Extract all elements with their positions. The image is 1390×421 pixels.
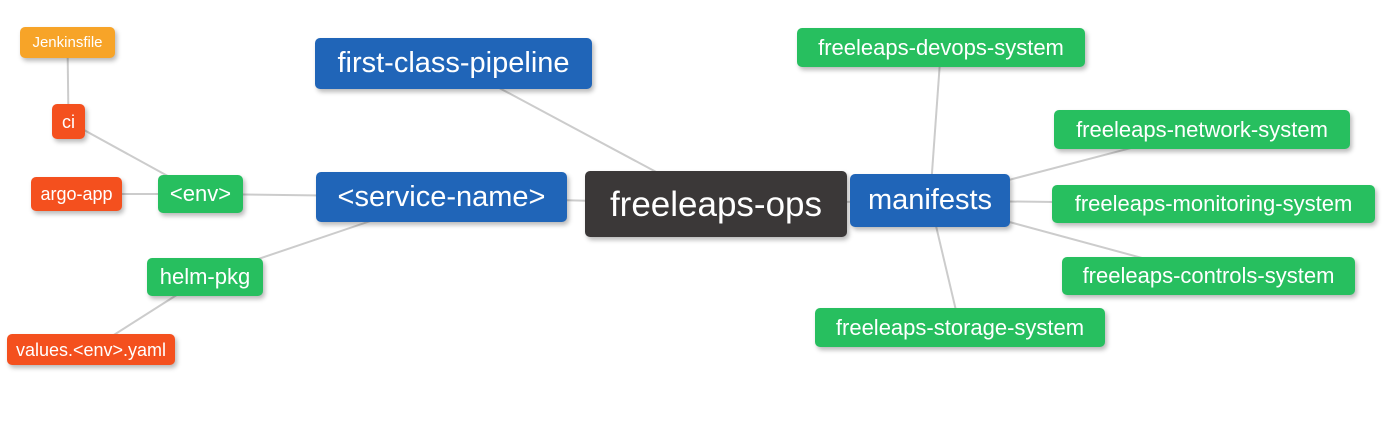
node-freeleaps-devops-system[interactable]: freeleaps-devops-system [797, 28, 1085, 67]
node-argo-app[interactable]: argo-app [31, 177, 122, 211]
node-freeleaps-controls-system[interactable]: freeleaps-controls-system [1062, 257, 1355, 295]
node-freeleaps-ops[interactable]: freeleaps-ops [585, 171, 847, 237]
node-freeleaps-monitoring-system[interactable]: freeleaps-monitoring-system [1052, 185, 1375, 223]
node-ci[interactable]: ci [52, 104, 85, 139]
node-manifests[interactable]: manifests [850, 174, 1010, 227]
node-jenkinsfile[interactable]: Jenkinsfile [20, 27, 115, 58]
node-env[interactable]: <env> [158, 175, 243, 213]
node-freeleaps-network-system[interactable]: freeleaps-network-system [1054, 110, 1350, 149]
node-freeleaps-storage-system[interactable]: freeleaps-storage-system [815, 308, 1105, 347]
node-helm-pkg[interactable]: helm-pkg [147, 258, 263, 296]
node-first-class-pipeline[interactable]: first-class-pipeline [315, 38, 592, 89]
node-service-name[interactable]: <service-name> [316, 172, 567, 222]
node-values-env-yaml[interactable]: values.<env>.yaml [7, 334, 175, 365]
